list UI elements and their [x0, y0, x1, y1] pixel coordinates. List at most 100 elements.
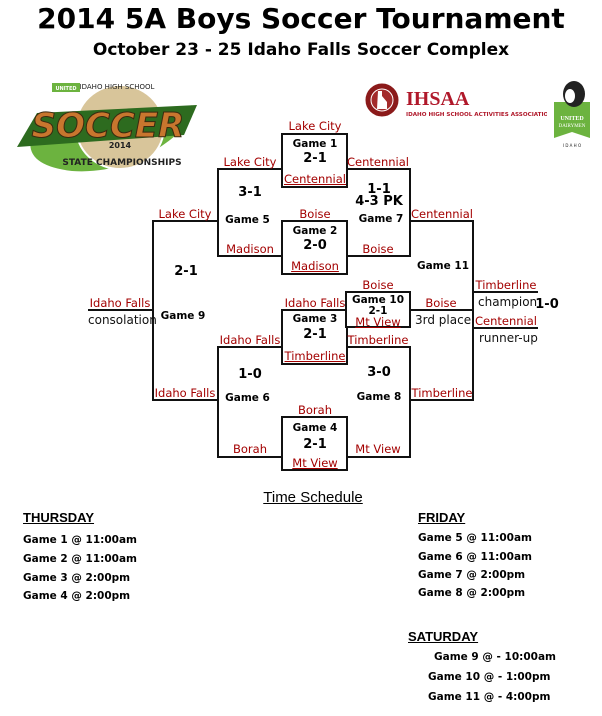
schedule-item: Game 7 @ 2:00pm — [418, 569, 526, 581]
schedule-title: Time Schedule — [263, 489, 363, 506]
game-10-bottom-team: Mt View — [355, 315, 401, 329]
consolation-winner: Idaho Falls — [89, 296, 151, 310]
game-5-top-team: Lake City — [223, 155, 277, 169]
game-3-top-team: Idaho Falls — [284, 296, 346, 310]
schedule-item: Game 3 @ 2:00pm — [23, 572, 131, 584]
game-3-bottom-team: Timberline — [284, 349, 346, 363]
svg-text:UNITED: UNITED — [560, 116, 584, 122]
game-10-top-team: Boise — [362, 278, 394, 292]
bracket-line — [347, 255, 410, 257]
game-8-bottom-team: Mt View — [355, 442, 401, 456]
game-6-top-team: Idaho Falls — [219, 333, 281, 347]
game-11-label: Game 11 — [416, 260, 470, 272]
game-2-score: 2-0 — [303, 238, 327, 253]
game-4-box — [281, 416, 348, 471]
bracket-line — [472, 220, 474, 401]
game-7-top-team: Centennial — [347, 155, 409, 169]
bracket-line — [473, 327, 538, 329]
svg-text:DAIRYMEN: DAIRYMEN — [559, 124, 586, 129]
runner-up-label: runner-up — [479, 331, 538, 345]
bracket-line — [409, 168, 411, 257]
page-title: 2014 5A Boys Soccer Tournament — [37, 2, 565, 35]
united-dairymen-logo: UNITED DAIRYMEN I D A H O — [552, 80, 592, 150]
game-2-label: Game 2 — [292, 225, 338, 237]
game-6-bottom-team: Borah — [233, 442, 267, 456]
bracket-line — [409, 346, 411, 458]
game-1-box — [281, 133, 348, 188]
champion-team: Timberline — [475, 278, 537, 292]
svg-text:IDAHO HIGH SCHOOL ACTIVITIES A: IDAHO HIGH SCHOOL ACTIVITIES ASSOCIATION — [406, 112, 547, 118]
schedule-item: Game 6 @ 11:00am — [418, 551, 532, 563]
champion-label: champion — [478, 295, 538, 309]
bracket-line — [410, 309, 473, 311]
game-2-top-team: Boise — [299, 207, 331, 221]
bracket-line — [218, 456, 282, 458]
bracket-line — [347, 346, 410, 348]
game-3-label: Game 3 — [292, 313, 338, 325]
game-5-score: 3-1 — [238, 185, 262, 200]
schedule-item: Game 9 @ - 10:00am — [434, 651, 557, 663]
game-8-score: 3-0 — [367, 365, 391, 380]
svg-text:IHSAA: IHSAA — [406, 88, 470, 110]
game-2-bottom-team: Madison — [291, 259, 339, 273]
thursday-heading: THURSDAY — [23, 510, 95, 525]
game-3-score: 2-1 — [303, 327, 327, 342]
svg-text:I D A H O: I D A H O — [563, 143, 581, 148]
bracket-line — [153, 220, 218, 222]
bracket-line — [347, 168, 410, 170]
bracket-line — [410, 399, 473, 401]
game-7-bottom-team: Boise — [362, 242, 394, 256]
game-10-label: Game 10 — [351, 294, 405, 306]
third-place-winner: Boise — [425, 296, 457, 310]
game-10-score: 2-1 — [368, 305, 388, 317]
soccer-championship-logo: UNITED IDAHO HIGH SCHOOL SOCCER 2014 STA… — [12, 75, 212, 175]
runner-up-team: Centennial — [475, 314, 537, 328]
game-4-top-team: Borah — [298, 403, 332, 417]
bracket-line — [347, 456, 410, 458]
game-8-top-team: Timberline — [347, 333, 409, 347]
game-1-bottom-team: Centennial — [284, 172, 346, 186]
page-subtitle: October 23 - 25 Idaho Falls Soccer Compl… — [92, 40, 510, 60]
schedule-item: Game 8 @ 2:00pm — [418, 587, 526, 599]
game-10-box — [345, 291, 411, 328]
game-6-score: 1-0 — [238, 367, 262, 382]
ihsaa-logo: IHSAA IDAHO HIGH SCHOOL ACTIVITIES ASSOC… — [362, 80, 553, 120]
schedule-item: Game 10 @ - 1:00pm — [428, 671, 551, 683]
game-2-box — [281, 220, 348, 275]
saturday-heading: SATURDAY — [408, 629, 479, 644]
game-4-bottom-team: Mt View — [292, 456, 338, 470]
game-3-box — [281, 309, 348, 365]
game-8-label: Game 8 — [356, 391, 402, 403]
game-4-score: 2-1 — [303, 437, 327, 452]
svg-text:UNITED: UNITED — [55, 86, 76, 92]
bracket-line — [218, 346, 282, 348]
third-place-label: 3rd place — [415, 313, 472, 327]
game-9-top-team: Lake City — [158, 207, 212, 221]
game-7-penalty-score: 4-3 PK — [355, 194, 403, 209]
bracket-line — [410, 220, 473, 222]
svg-text:STATE CHAMPIONSHIPS: STATE CHAMPIONSHIPS — [62, 158, 181, 168]
game-4-label: Game 4 — [292, 422, 338, 434]
bracket-line — [217, 168, 219, 257]
svg-text:2014: 2014 — [109, 141, 132, 150]
game-1-score: 2-1 — [303, 151, 327, 166]
game-9-bottom-team: Idaho Falls — [154, 386, 216, 400]
schedule-item: Game 4 @ 2:00pm — [23, 590, 131, 602]
game-9-score: 2-1 — [174, 264, 198, 279]
schedule-item: Game 1 @ 11:00am — [23, 534, 137, 546]
schedule-item: Game 5 @ 11:00am — [418, 532, 532, 544]
consolation-label: consolation — [88, 313, 157, 327]
svg-text:IDAHO HIGH SCHOOL: IDAHO HIGH SCHOOL — [80, 83, 155, 91]
game-7-label: Game 7 — [358, 213, 404, 225]
game-1-label: Game 1 — [292, 138, 338, 150]
game-9-label: Game 9 — [160, 310, 206, 322]
schedule-item: Game 2 @ 11:00am — [23, 553, 137, 565]
game-5-label: Game 5 — [225, 214, 270, 226]
game-11-top-team: Centennial — [411, 207, 473, 221]
bracket-line — [153, 399, 218, 401]
bracket-line — [218, 168, 282, 170]
schedule-item: Game 11 @ - 4:00pm — [428, 691, 551, 703]
bracket-line — [88, 309, 153, 311]
bracket-line — [473, 291, 538, 293]
